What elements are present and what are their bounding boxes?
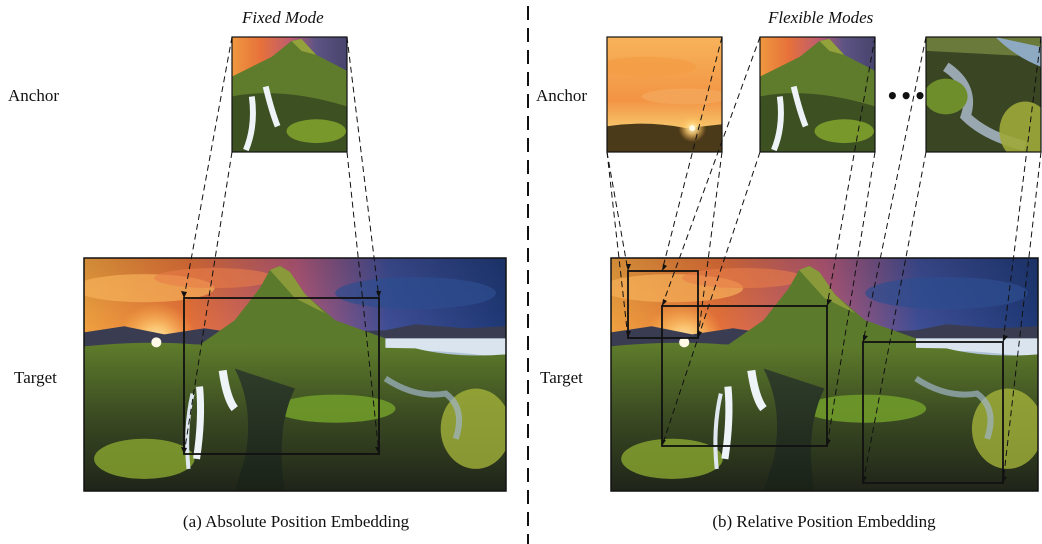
right-caption: (b) Relative Position Embedding bbox=[712, 512, 936, 531]
right-arrowheads bbox=[626, 264, 1008, 483]
right-anchor-image-river bbox=[925, 36, 1042, 153]
right-projection-lines bbox=[606, 36, 1042, 484]
right-target-box-small bbox=[627, 270, 699, 339]
right-anchor-label: Anchor bbox=[536, 86, 587, 105]
right-mode-title: Flexible Modes bbox=[768, 8, 874, 27]
left-projection-lines bbox=[183, 36, 380, 455]
right-target-image bbox=[610, 257, 1039, 492]
left-arrowheads bbox=[181, 291, 381, 454]
right-target-box-medium bbox=[661, 305, 828, 447]
right-target-label: Target bbox=[540, 368, 583, 387]
left-target-box bbox=[183, 297, 380, 455]
left-anchor-image bbox=[231, 36, 348, 153]
ellipsis-separator: ••• bbox=[886, 84, 928, 108]
left-mode-title: Fixed Mode bbox=[242, 8, 324, 27]
left-target-image bbox=[83, 257, 507, 492]
right-anchor-image-sunset bbox=[606, 36, 723, 153]
left-caption: (a) Absolute Position Embedding bbox=[182, 512, 410, 531]
left-target-label: Target bbox=[14, 368, 57, 387]
right-target-box-large bbox=[862, 341, 1004, 484]
left-anchor-label: Anchor bbox=[8, 86, 59, 105]
right-anchor-image-mountain bbox=[759, 36, 876, 153]
